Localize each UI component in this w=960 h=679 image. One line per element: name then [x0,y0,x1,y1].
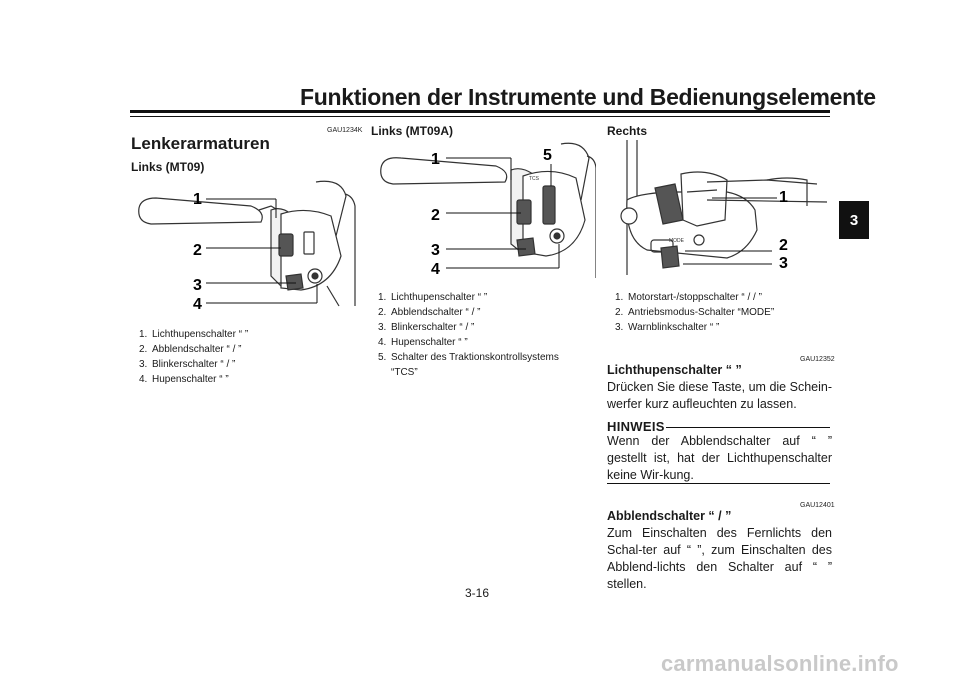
page-title: Funktionen der Instrumente und Bedienung… [300,84,876,110]
callout-3: 3 [431,242,440,259]
legend-item: 1.Lichthupenschalter “ ” [139,329,249,340]
legend-item: 2.Abblendschalter “ / ” [378,307,481,318]
legend-item: 2.Antriebsmodus-Schalter “MODE” [615,307,775,318]
figure-legend: 1.Lichthupenschalter “ ” 2.Abblendschalt… [139,327,359,387]
figure-subheading: Links (MT09) [131,160,205,174]
legend-item: 1.Lichthupenschalter “ ” [378,292,488,303]
callout-4: 4 [193,296,202,312]
legend-item: 3.Blinkerschalter “ / ” [378,322,475,333]
page-number: 3-16 [465,586,490,600]
notice-body: Wenn der Abblendschalter auf “ ” gestell… [607,434,832,482]
callout-3: 3 [193,277,202,294]
callout-5: 5 [543,147,552,164]
legend-item: 4.Hupenschalter “ ” [378,337,468,348]
left-handlebar-mt09-illustration: 1 2 3 4 [138,180,356,312]
chapter-tab[interactable]: 3 [839,201,869,239]
watermark: carmanualsonline.info [661,651,899,676]
callout-1: 1 [193,191,202,208]
legend-item: 3.Warnblinkschalter “ ” [615,322,720,333]
section-code: GAU12352 [800,356,835,363]
figure-legend: 1.Motorstart-/stoppschalter “ / / ” 2.An… [615,290,835,335]
notice-title: HINWEIS [607,419,665,434]
tcs-label: TCS [529,176,540,182]
notice-rule-bottom [607,483,830,484]
section-heading: Lichthupenschalter “ ” [607,363,742,377]
legend-item: 4.Hupenschalter “ ” [139,374,229,385]
section-heading: Lenkerarmaturen [131,134,270,153]
legend-item: 5.Schalter des Traktionskontrollsystems … [378,352,559,378]
callout-2: 2 [779,237,788,254]
header-rule-thin [130,116,830,117]
callout-2: 2 [431,207,440,224]
section-body: Drücken Sie diese Taste, um die Schein-w… [607,380,832,411]
legend-item: 3.Blinkerschalter “ / ” [139,359,236,370]
section-code: GAU12401 [800,502,835,509]
section-heading: Abblendschalter “ / ” [607,509,732,523]
right-handlebar-illustration: MODE 1 2 3 [620,140,828,275]
mode-label: MODE [669,238,685,244]
callout-2: 2 [193,242,202,259]
section-body: Zum Einschalten des Fernlichts den Schal… [607,526,832,591]
figure-subheading: Links (MT09A) [371,124,454,138]
notice-rule-top [666,427,830,428]
callout-4: 4 [431,261,440,278]
section-code: GAU1234K [327,127,363,134]
header-rule-thick [130,110,830,113]
callout-3: 3 [779,255,788,272]
legend-item: 2.Abblendschalter “ / ” [139,344,242,355]
callout-1: 1 [431,151,440,168]
figure-subheading: Rechts [607,124,648,138]
legend-item: 1.Motorstart-/stoppschalter “ / / ” [615,292,762,303]
left-handlebar-mt09a-illustration: TCS 1 5 2 3 4 [380,142,596,278]
callout-1: 1 [779,189,788,206]
figure-legend: 1.Lichthupenschalter “ ” 2.Abblendschalt… [378,290,600,380]
